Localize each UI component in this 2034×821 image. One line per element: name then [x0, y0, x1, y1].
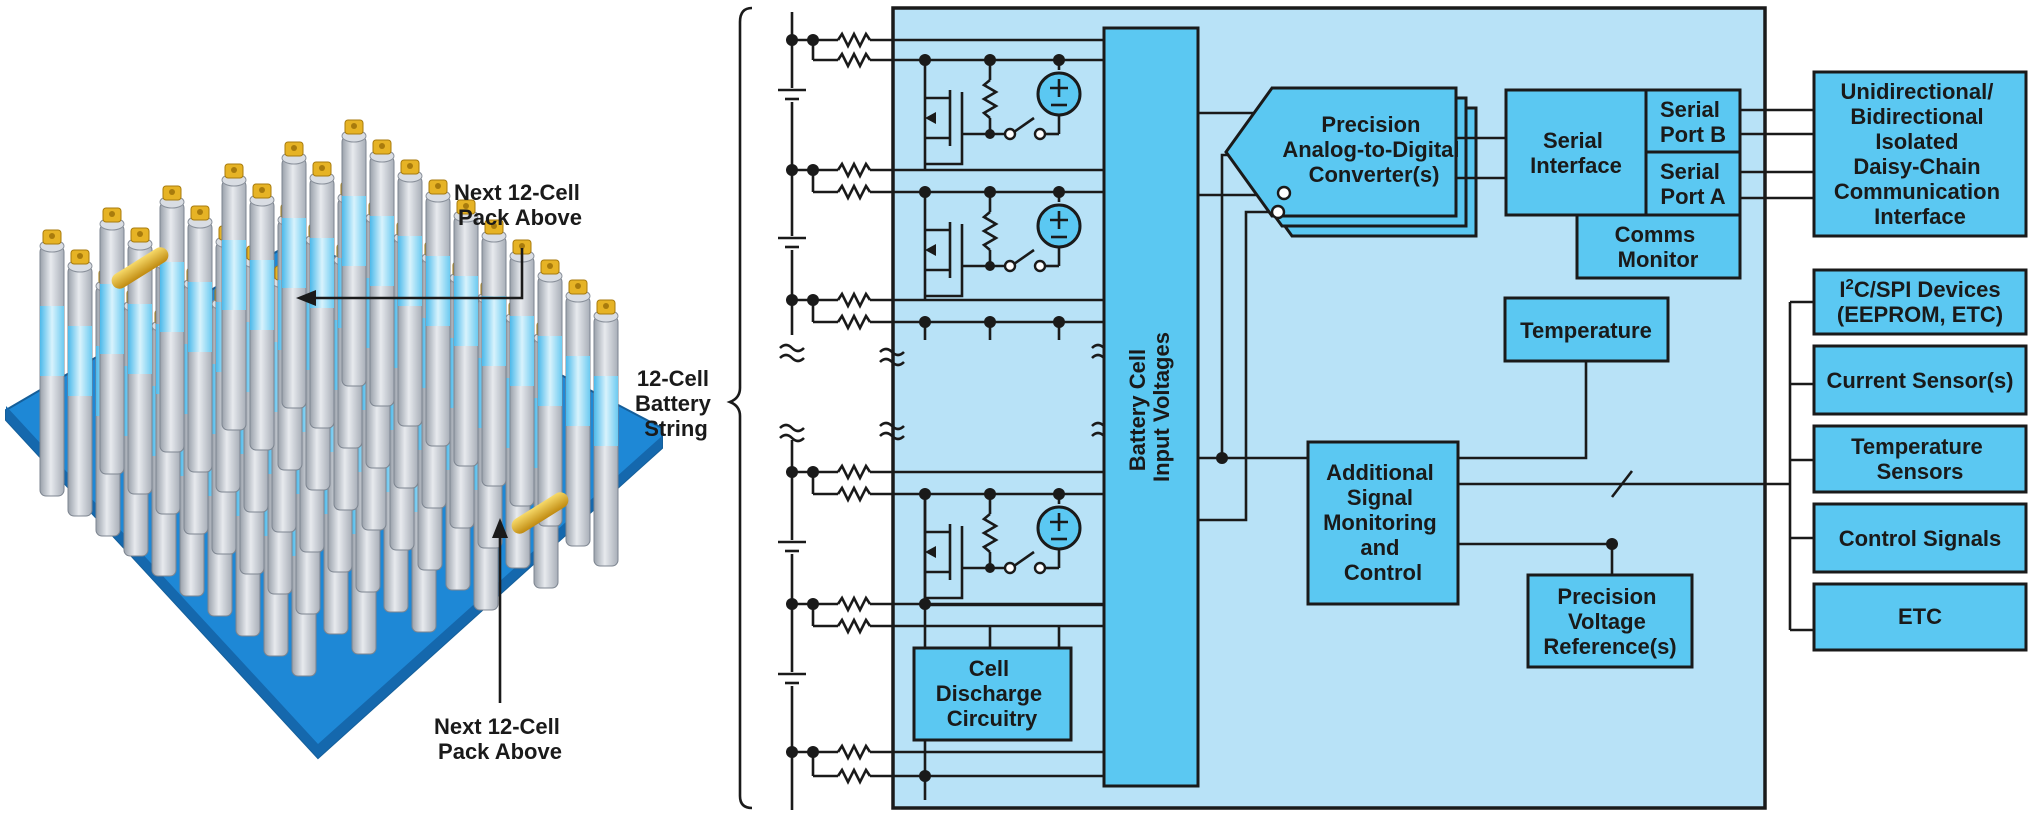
- resistor-icon: [836, 31, 872, 49]
- battery-cell-illustration: [593, 299, 619, 567]
- serial-port-a-block: [1644, 150, 1742, 217]
- battery-cell-illustration: [221, 163, 247, 431]
- etc-block: [1812, 582, 2028, 652]
- adc-label: Precision Analog-to-Digital Converter(s): [1282, 112, 1465, 187]
- resistor-icon: [836, 51, 872, 69]
- resistor-icon: [836, 595, 872, 613]
- battery-cell-illustration: [565, 279, 591, 547]
- battery-cell-illustration: [39, 229, 65, 497]
- switch-icon: [1013, 116, 1035, 134]
- voltage-reference-block: [1526, 573, 1694, 669]
- voltage-source-icon: [1036, 203, 1082, 249]
- discharge-switch-circuit: [919, 54, 1082, 170]
- cell-discharge-label: Cell Discharge Circuitry: [936, 656, 1049, 731]
- daisy-chain-block: [1812, 70, 2028, 238]
- control-signals-label: Control Signals: [1839, 526, 2002, 551]
- battery-cell-icon: [778, 236, 806, 250]
- pack-above-label-bottom: Next 12-Cell Pack Above: [434, 714, 566, 764]
- control-signals-block: [1812, 502, 2028, 574]
- battery-cell-illustration: [481, 219, 507, 487]
- battery-cell-illustration: [249, 183, 275, 451]
- i2c-devices-label: I2C/SPI Devices: [1839, 276, 2000, 302]
- current-sensor-block: [1812, 344, 2028, 416]
- temperature-sensors-block: [1812, 424, 2028, 494]
- battery-string: [778, 12, 806, 810]
- discharge-switch-circuit: [919, 186, 1082, 300]
- mosfet-icon: [925, 112, 936, 124]
- battery-string-label: 12-Cell Battery String: [635, 366, 717, 441]
- etc-label: ETC: [1898, 604, 1942, 629]
- serial-interface-label: Serial Interface: [1530, 128, 1622, 178]
- i2c-devices-label-line2: (EEPROM, ETC): [1837, 302, 2003, 327]
- resistor-icon: [981, 79, 999, 119]
- temperature-label: Temperature: [1520, 318, 1652, 343]
- resistor-icon: [836, 291, 872, 309]
- resistor-icon: [836, 463, 872, 481]
- comms-monitor-label: Comms Monitor: [1615, 222, 1702, 272]
- cell-discharge-block: [912, 646, 1073, 742]
- battery-cell-illustration: [67, 249, 93, 517]
- break-mark-icon: [779, 343, 805, 443]
- temperature-block: [1503, 296, 1670, 363]
- temperature-sensors-label: Temperature Sensors: [1851, 434, 1989, 484]
- comms-monitor-block: [1575, 213, 1742, 280]
- serial-port-a-label: Serial Port A: [1660, 159, 1726, 209]
- battery-cell-illustration: [453, 199, 479, 467]
- pack-above-arrow-top: [296, 248, 524, 306]
- pack-above-label-top: Next 12-Cell Pack Above: [454, 180, 586, 230]
- battery-cell-illustration: [397, 159, 423, 427]
- additional-monitoring-block: [1306, 440, 1460, 606]
- voltage-source-icon: [1036, 505, 1082, 551]
- switch-icon: [1013, 550, 1035, 568]
- voltage-source-icon: [1036, 71, 1082, 117]
- i2c-devices-block: [1812, 268, 2028, 336]
- additional-monitoring-label: Additional Signal Monitoring and Control: [1323, 460, 1443, 585]
- battery-cell-icon: [778, 88, 806, 102]
- peripheral-bus: [1788, 300, 1814, 632]
- bus-bar-top: [111, 247, 169, 289]
- switch-icon: [1013, 248, 1035, 266]
- resistor-icon: [981, 513, 999, 553]
- battery-cell-illustration: [341, 119, 367, 387]
- resistor-icon: [981, 211, 999, 251]
- daisy-chain-links: [1740, 108, 1814, 200]
- mosfet-icon: [925, 244, 936, 256]
- serial-port-b-label: Serial Port B: [1660, 97, 1726, 147]
- battery-cell-illustration: [99, 207, 125, 475]
- resistor-icon: [836, 183, 872, 201]
- battery-cell-illustration: [369, 139, 395, 407]
- pack-above-arrow-bottom: [492, 518, 508, 703]
- battery-cell-illustration: [159, 185, 185, 453]
- bus-bar-bottom: [511, 492, 569, 534]
- resistor-icon: [836, 743, 872, 761]
- battery-cell-illustration: [187, 205, 213, 473]
- battery-cell-illustration: [127, 227, 153, 495]
- resistor-icon: [836, 617, 872, 635]
- battery-cell-inputs-label: Battery Cell Input Voltages: [1125, 332, 1174, 482]
- resistor-icon: [836, 161, 872, 179]
- serial-interface-block: [1504, 88, 1648, 217]
- brace-icon: [726, 6, 753, 810]
- mosfet-icon: [925, 546, 936, 558]
- battery-cell-illustration: [537, 259, 563, 527]
- battery-cell-illustration: [425, 179, 451, 447]
- current-sensor-label: Current Sensor(s): [1826, 368, 2013, 393]
- voltage-reference-label: Precision Voltage Reference(s): [1543, 584, 1676, 659]
- adc-block: Precision Analog-to-Digital Converter(s): [1224, 86, 1478, 238]
- battery-cell-icon: [778, 540, 806, 554]
- battery-pack-illustration: [5, 119, 663, 760]
- battery-cell-icon: [778, 672, 806, 686]
- resistor-icon: [836, 767, 872, 785]
- resistor-icon: [836, 485, 872, 503]
- battery-cell-illustration: [281, 141, 307, 409]
- battery-cell-inputs-block: [1102, 26, 1200, 788]
- resistor-icon: [836, 313, 872, 331]
- daisy-chain-label: Unidirectional/ Bidirectional Isolated D…: [1834, 79, 2006, 229]
